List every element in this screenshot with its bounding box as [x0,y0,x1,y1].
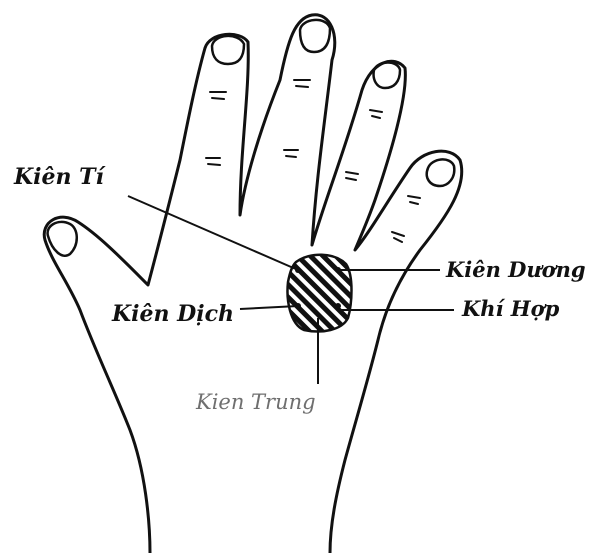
middle-fingernail [300,20,330,52]
hatched-palm-area [288,255,352,332]
label-kien-trung: Kien Trung [196,392,316,413]
hand-outline [44,15,462,553]
label-kien-ti: Kiên Tí [14,166,104,188]
label-kien-dich: Kiên Dịch [112,303,234,325]
little-fingernail [427,159,455,186]
thumb-nail [48,222,77,256]
label-kien-duong: Kiên Dương [446,259,586,280]
khi-hop-point [335,303,341,309]
label-khi-hop: Khí Hợp [462,298,559,319]
index-fingernail [212,36,244,64]
ring-fingernail [374,63,400,89]
